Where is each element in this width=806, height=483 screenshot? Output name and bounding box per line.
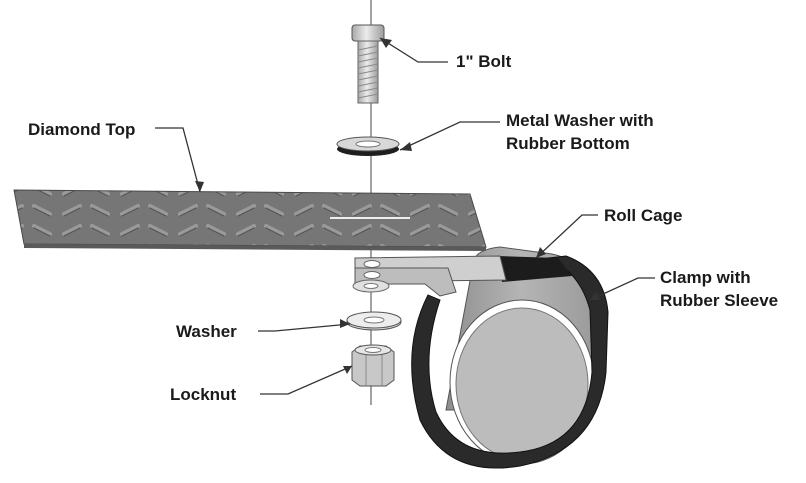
leader-diamond-top bbox=[155, 127, 201, 193]
washer-label: Washer bbox=[176, 322, 237, 341]
locknut-label: Locknut bbox=[170, 385, 237, 404]
leader-metal-washer bbox=[399, 121, 500, 151]
leader-bolt bbox=[379, 37, 448, 63]
metal-washer-label-line1: Metal Washer with bbox=[506, 111, 654, 130]
diamond-top-label: Diamond Top bbox=[28, 120, 136, 139]
leader-roll-cage bbox=[535, 214, 598, 259]
leader-lines bbox=[155, 37, 655, 395]
roll-cage-label: Roll Cage bbox=[604, 206, 683, 225]
washer-part bbox=[346, 311, 402, 331]
leader-clamp bbox=[589, 277, 655, 301]
diamond-plate-part bbox=[13, 189, 487, 251]
metal-washer-label-line2: Rubber Bottom bbox=[506, 134, 630, 153]
clamp-label-line1: Clamp with bbox=[660, 268, 751, 287]
bracket-washer bbox=[352, 279, 390, 293]
clamp-part bbox=[354, 255, 609, 469]
clamp-label-line2: Rubber Sleeve bbox=[660, 291, 779, 310]
metal-washer-part bbox=[336, 136, 400, 156]
roll-cage-tube bbox=[445, 246, 597, 465]
arrowheads bbox=[195, 38, 600, 374]
bolt-label: 1" Bolt bbox=[456, 52, 512, 71]
bolt-part bbox=[351, 24, 385, 104]
leader-washer bbox=[258, 323, 351, 332]
leader-locknut bbox=[260, 365, 353, 395]
locknut-part bbox=[351, 344, 395, 398]
